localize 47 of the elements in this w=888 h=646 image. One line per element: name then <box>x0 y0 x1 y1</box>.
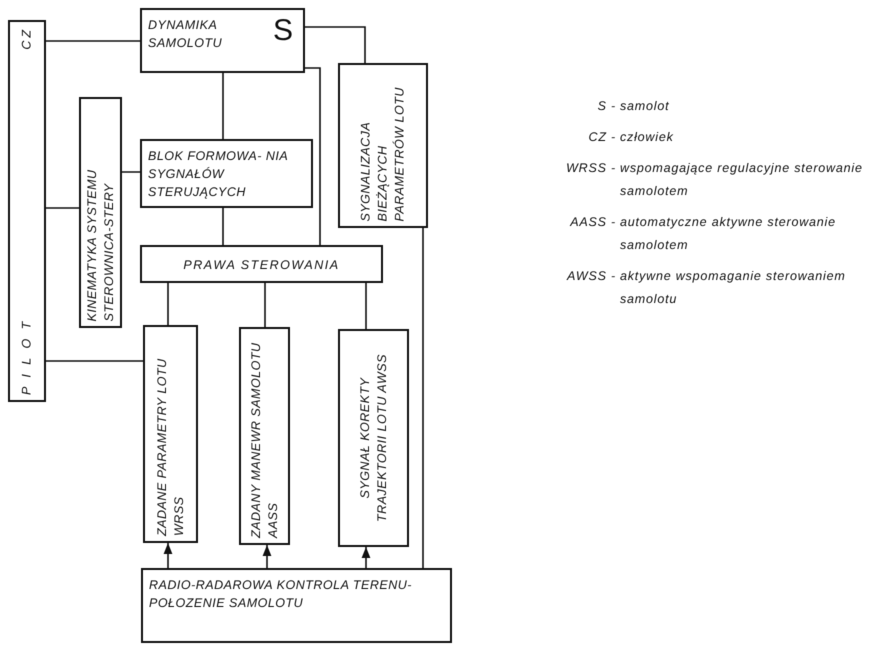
arrow <box>362 547 370 568</box>
connector-line <box>365 283 367 329</box>
abbreviation: S - <box>596 98 616 115</box>
process-box <box>140 139 313 208</box>
connector-line <box>46 207 79 209</box>
definition-text: automatyczne aktywne sterowanie samolotem <box>620 214 837 254</box>
connector-line <box>422 228 424 568</box>
connector-line <box>46 360 143 362</box>
connector-line <box>167 283 169 325</box>
connector-line <box>305 67 321 245</box>
abbreviation: CZ - <box>588 129 616 146</box>
definition-text: wspomagające regulacyjne sterowanie samolotem <box>620 160 864 200</box>
pilot-box <box>8 20 46 402</box>
node-label: ZADANE PARAMETRY LOTU WRSS <box>154 357 186 536</box>
connector-line <box>222 73 224 139</box>
process-box <box>141 568 452 643</box>
node-label: CZ <box>18 27 35 50</box>
arrow <box>262 545 272 568</box>
definition-text: samolot <box>620 98 670 115</box>
connector-line <box>122 171 140 173</box>
process-box <box>140 245 383 283</box>
node-label: KINEMATYKA SYSTEMU STEROWNICA-STERY <box>84 168 116 321</box>
abbreviation: WRSS - <box>565 160 616 177</box>
node-label: PRAWA STEROWANIA <box>182 257 341 274</box>
abbreviation: AWSS - <box>566 268 616 285</box>
connector-line <box>264 283 266 327</box>
connector-line <box>305 26 366 63</box>
node-label: SYGNALIZACJA BIEŻĄCYCH PARAMETRÓW LOTU <box>358 86 408 221</box>
symbol-letter: S <box>272 16 293 46</box>
process-box <box>143 325 198 543</box>
process-box <box>140 8 305 73</box>
node-label: RADIO-RADAROWA KONTROLA TERENU-POŁOZENIE SAMOLOTU <box>149 577 413 612</box>
node-label: P I L O T <box>18 318 35 395</box>
node-label: DYNAMIKA SAMOLOTU <box>148 17 224 52</box>
node-label: BLOK FORMOWA- NIA SYGNAŁÓW STERUJĄCYCH <box>148 148 289 202</box>
connector-line <box>222 208 224 245</box>
definition-text: aktywne wspomaganie sterowaniem samolotu <box>620 268 847 308</box>
definition-text: człowiek <box>620 129 675 146</box>
process-box <box>239 327 290 545</box>
connector-line <box>46 40 140 42</box>
process-box <box>338 63 428 228</box>
process-box <box>338 329 409 547</box>
node-label: ZADANY MANEWR SAMOLOTU AASS <box>248 341 280 538</box>
process-box <box>79 97 122 328</box>
node-label: SYGNAŁ KOREKTY TRAJEKTORII LOTU AWSS <box>356 353 390 524</box>
arrow <box>164 543 172 568</box>
abbreviation: AASS - <box>568 214 616 231</box>
